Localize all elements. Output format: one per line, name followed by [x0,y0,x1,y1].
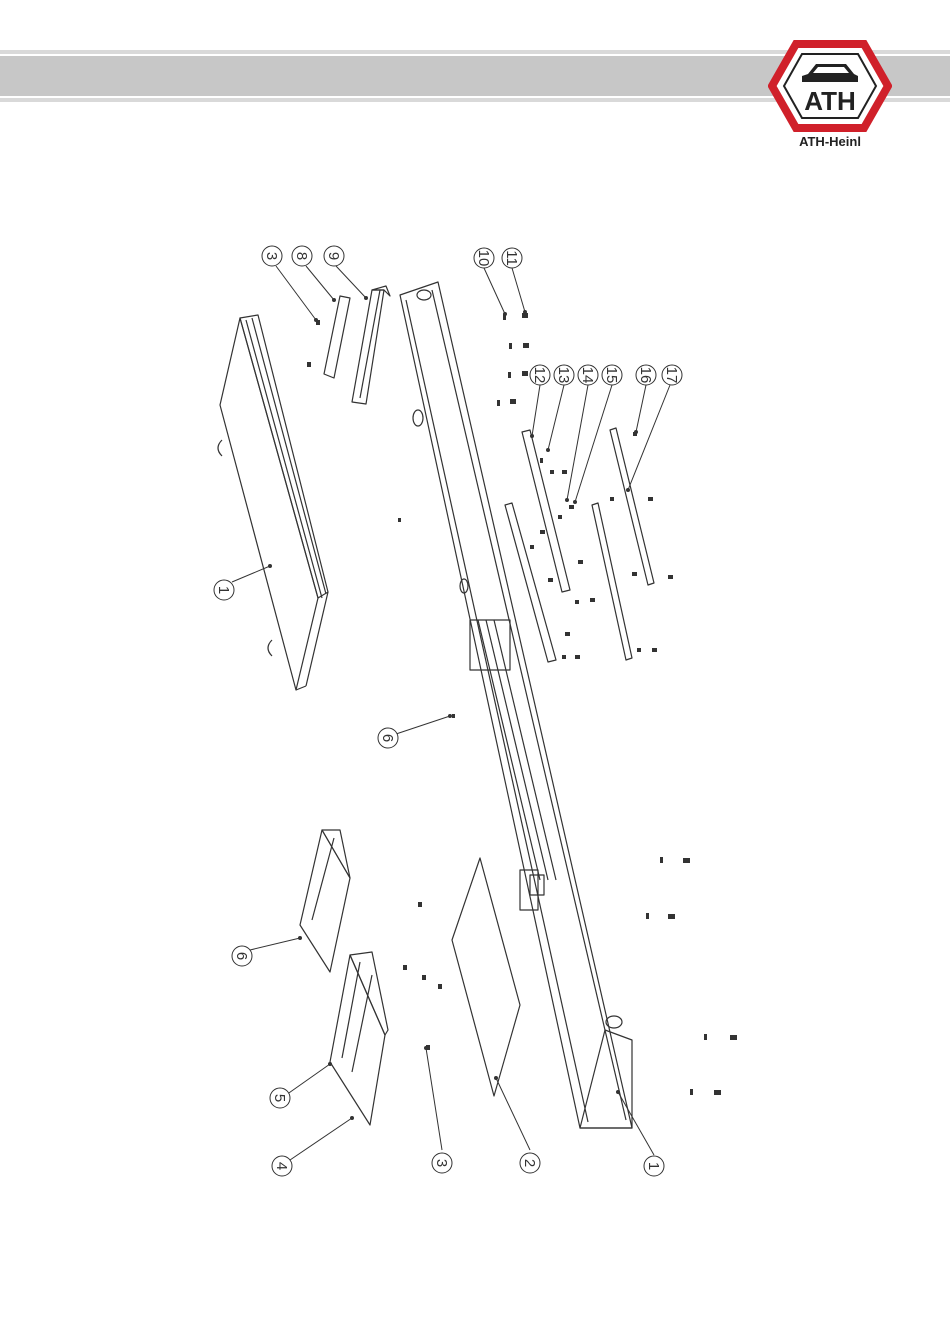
svg-text:6: 6 [379,734,396,742]
svg-text:6: 6 [233,952,250,960]
svg-text:17: 17 [663,367,680,384]
svg-text:15: 15 [603,367,620,384]
svg-text:13: 13 [555,367,572,384]
callout-13: 13 [554,365,574,385]
callout-3-bottom: 3 [432,1153,452,1173]
callout-4: 4 [272,1156,292,1176]
callout-5: 5 [270,1088,290,1108]
callout-17: 17 [662,365,682,385]
svg-text:3: 3 [433,1159,450,1167]
callout-8: 8 [292,246,312,266]
svg-text:9: 9 [325,252,342,260]
callout-3-top: 3 [262,246,282,266]
svg-text:4: 4 [273,1162,290,1170]
callout-1-top: 1 [214,580,234,600]
svg-text:16: 16 [637,367,654,384]
callout-11: 11 [502,248,522,268]
svg-text:3: 3 [263,252,280,260]
rail-set [505,428,654,662]
callout-6-mid: 6 [378,728,398,748]
left-panel [218,315,328,690]
callout-10: 10 [474,248,494,268]
svg-text:1: 1 [645,1162,662,1170]
top-block [352,286,390,404]
side-block-upper [300,830,350,972]
callout-2: 2 [520,1153,540,1173]
svg-text:8: 8 [293,252,310,260]
svg-text:2: 2 [521,1159,538,1167]
callout-14: 14 [578,365,598,385]
svg-text:10: 10 [475,250,492,267]
callout-16: 16 [636,365,656,385]
callout-12: 12 [530,365,550,385]
svg-text:14: 14 [579,367,596,384]
svg-text:5: 5 [271,1094,288,1102]
callout-6-low: 6 [232,946,252,966]
side-block-lower [330,952,388,1125]
svg-text:11: 11 [503,250,520,266]
svg-text:1: 1 [215,586,232,594]
callout-1-bottom: 1 [644,1156,664,1176]
small-plate [324,296,350,378]
callout-9: 9 [324,246,344,266]
lower-plate [452,858,520,1096]
callout-15: 15 [602,365,622,385]
svg-text:12: 12 [531,367,548,384]
